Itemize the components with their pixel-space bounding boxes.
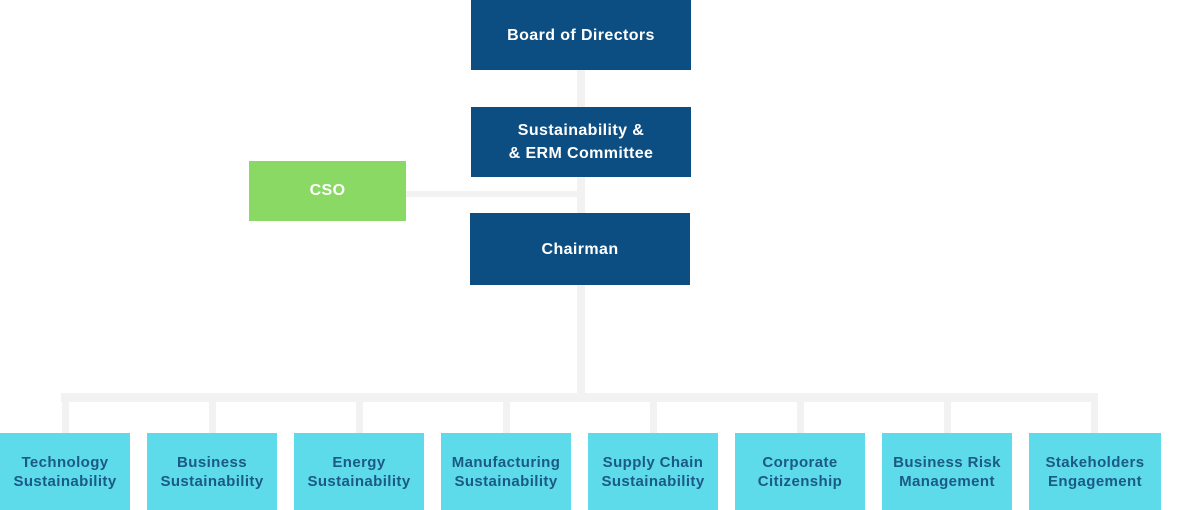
node-label: Chairman: [541, 240, 619, 258]
node-label-line2: Engagement: [1047, 472, 1142, 490]
node-corporate-citizenship: Corporate Citizenship: [735, 433, 865, 510]
node-label-line2: Sustainability: [160, 472, 264, 490]
node-label: Board of Directors: [507, 26, 655, 44]
node-label-line1: Corporate: [762, 453, 838, 471]
connector-board-to-committee: [577, 70, 585, 107]
node-label-line1: Manufacturing: [451, 453, 561, 471]
connector-cso-branch: [406, 191, 585, 197]
connector-departments-rail: [61, 393, 1098, 402]
node-label-line1: Technology: [21, 453, 109, 471]
node-label-line1: Business Risk: [893, 453, 1001, 471]
node-label: CSO: [309, 182, 346, 199]
node-manufacturing-sustainability: Manufacturing Sustainability: [441, 433, 571, 510]
connector-drop-stakeholders: [1091, 402, 1098, 433]
node-energy-sustainability: Energy Sustainability: [294, 433, 424, 510]
node-cso: CSO: [249, 161, 406, 221]
connector-drop-manufacturing: [503, 402, 510, 433]
node-label-line2: Sustainability: [13, 472, 117, 490]
node-business-sustainability: Business Sustainability: [147, 433, 277, 510]
node-label-line2: Sustainability: [307, 472, 411, 490]
node-chairman: Chairman: [470, 213, 690, 285]
node-board-of-directors: Board of Directors: [471, 0, 691, 70]
connector-drop-supply-chain: [650, 402, 657, 433]
connector-drop-business: [209, 402, 216, 433]
connector-chairman-trunk: [577, 285, 585, 393]
node-technology-sustainability: Technology Sustainability: [0, 433, 130, 510]
node-label-line2: Sustainability: [601, 472, 705, 490]
node-label-line1: Business: [177, 453, 247, 471]
node-label-line1: Energy: [332, 453, 386, 471]
node-label-line2: Sustainability: [454, 472, 558, 490]
node-business-risk-management: Business Risk Management: [882, 433, 1012, 510]
connector-drop-energy: [356, 402, 363, 433]
node-label-line2: Citizenship: [757, 472, 843, 490]
node-label-line1: Supply Chain: [602, 453, 704, 471]
node-label-line1: Sustainability &: [517, 122, 645, 139]
node-label-line2: & ERM Committee: [508, 145, 654, 162]
connector-drop-corporate: [797, 402, 804, 433]
node-supply-chain-sustainability: Supply Chain Sustainability: [588, 433, 718, 510]
node-sustainability-erm-committee: Sustainability & & ERM Committee: [471, 107, 691, 177]
connector-drop-technology: [62, 402, 69, 433]
node-label-line2: Management: [899, 472, 995, 490]
node-label-line1: Stakeholders: [1045, 453, 1145, 471]
node-stakeholders-engagement: Stakeholders Engagement: [1029, 433, 1161, 510]
connector-drop-business-risk: [944, 402, 951, 433]
